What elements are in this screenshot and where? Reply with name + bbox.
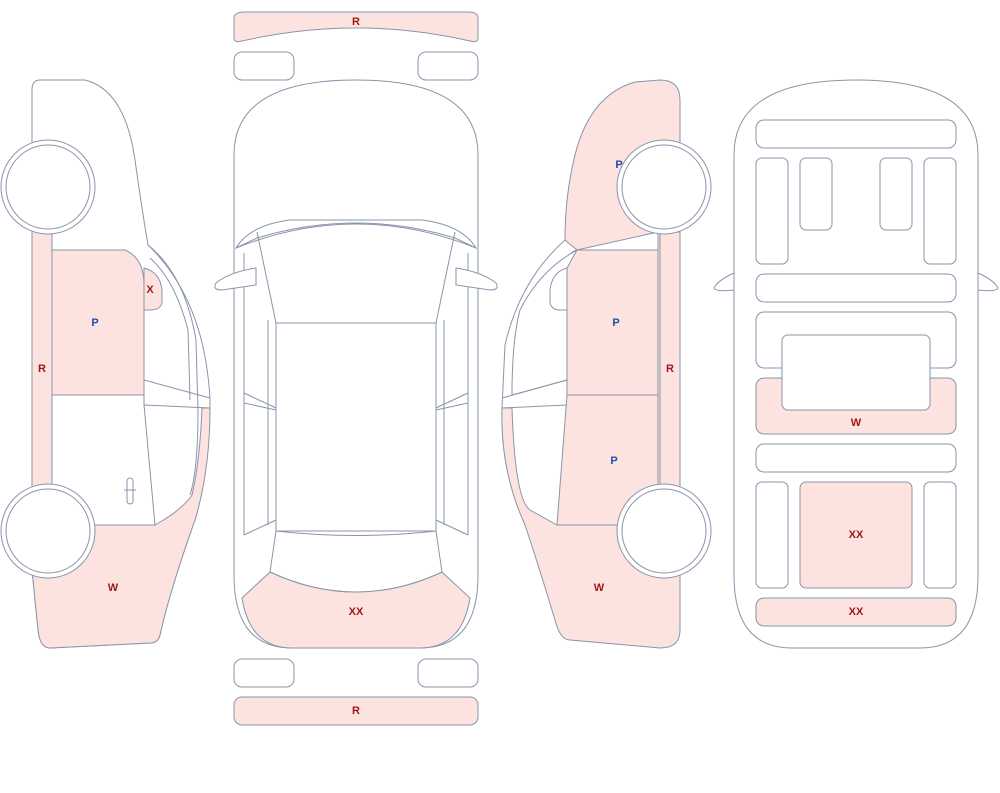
interior-left-front-seat[interactable]: [755, 157, 789, 265]
left-mirror[interactable]: [143, 267, 163, 311]
top-left-side-lines: [243, 253, 277, 536]
left-door-handle[interactable]: [126, 477, 134, 505]
left-rocker-code: R: [38, 363, 46, 375]
top-front-bumper-code: R: [352, 16, 360, 28]
left-front-door[interactable]: [51, 249, 145, 396]
top-front-left-light[interactable]: [233, 51, 295, 81]
right-rear-door-code: P: [610, 455, 617, 467]
top-left-mirror[interactable]: [214, 267, 257, 291]
interior-left-mirror[interactable]: [713, 272, 735, 292]
interior-right-rear-seat[interactable]: [923, 481, 957, 589]
top-roof[interactable]: [275, 322, 437, 532]
right-front-fender-code: W: [594, 582, 605, 594]
right-side-view: P P P R W: [501, 79, 712, 649]
interior-front-console-left[interactable]: [799, 157, 833, 231]
right-rocker-code: R: [666, 363, 674, 375]
interior-front-panel[interactable]: [755, 597, 957, 627]
right-mirror[interactable]: [549, 267, 568, 311]
left-window-inner: [149, 257, 191, 401]
top-front-right-light[interactable]: [417, 51, 479, 81]
interior-sunroof[interactable]: [781, 334, 931, 411]
top-a-pillars: [256, 231, 456, 324]
top-hood-line: [235, 223, 477, 249]
interior-center-panel-code: XX: [849, 529, 864, 541]
top-right-side-lines: [435, 253, 469, 536]
interior-right-front-seat[interactable]: [923, 157, 957, 265]
interior-front-panel-code: XX: [849, 606, 864, 618]
left-rear-wheel[interactable]: [0, 139, 96, 235]
interior-view: W XX XX: [713, 79, 999, 649]
top-rear-bumper-code: R: [352, 705, 360, 717]
right-pillar-lines: [501, 379, 568, 409]
interior-dash-panel[interactable]: [755, 119, 957, 149]
top-view: R XX R: [214, 11, 498, 726]
right-rear-fender-code: P: [615, 159, 622, 171]
interior-middle-panel-code: W: [851, 417, 862, 429]
left-side-view: R P X W: [0, 79, 211, 649]
left-pillar-lines: [143, 379, 211, 409]
right-front-wheel[interactable]: [616, 483, 712, 579]
right-window-frame: [501, 239, 566, 409]
left-front-fender-code: W: [108, 582, 119, 594]
right-front-door-code: P: [612, 317, 619, 329]
top-rear-left-light[interactable]: [233, 658, 295, 688]
left-front-fender[interactable]: [31, 407, 211, 649]
top-rear-bumper[interactable]: [233, 696, 479, 726]
interior-left-rear-seat[interactable]: [755, 481, 789, 589]
interior-center-panel[interactable]: [799, 481, 913, 589]
top-rear-window[interactable]: [269, 530, 443, 593]
left-front-door-code: P: [91, 317, 98, 329]
interior-front-console-right[interactable]: [879, 157, 913, 231]
top-windshield[interactable]: [234, 219, 478, 250]
interior-right-mirror[interactable]: [977, 272, 999, 292]
top-hood-code: XX: [349, 606, 364, 618]
right-rocker-panel[interactable]: [659, 231, 681, 526]
interior-rear-cross-panel[interactable]: [755, 443, 957, 473]
right-rear-wheel[interactable]: [616, 139, 712, 235]
left-window-frame: [147, 244, 199, 496]
top-rear-right-light[interactable]: [417, 658, 479, 688]
top-right-mirror[interactable]: [455, 267, 498, 291]
interior-cross-panel[interactable]: [755, 273, 957, 303]
left-mirror-code: X: [146, 284, 154, 296]
left-front-wheel[interactable]: [0, 483, 96, 579]
top-front-bumper[interactable]: [233, 11, 479, 43]
